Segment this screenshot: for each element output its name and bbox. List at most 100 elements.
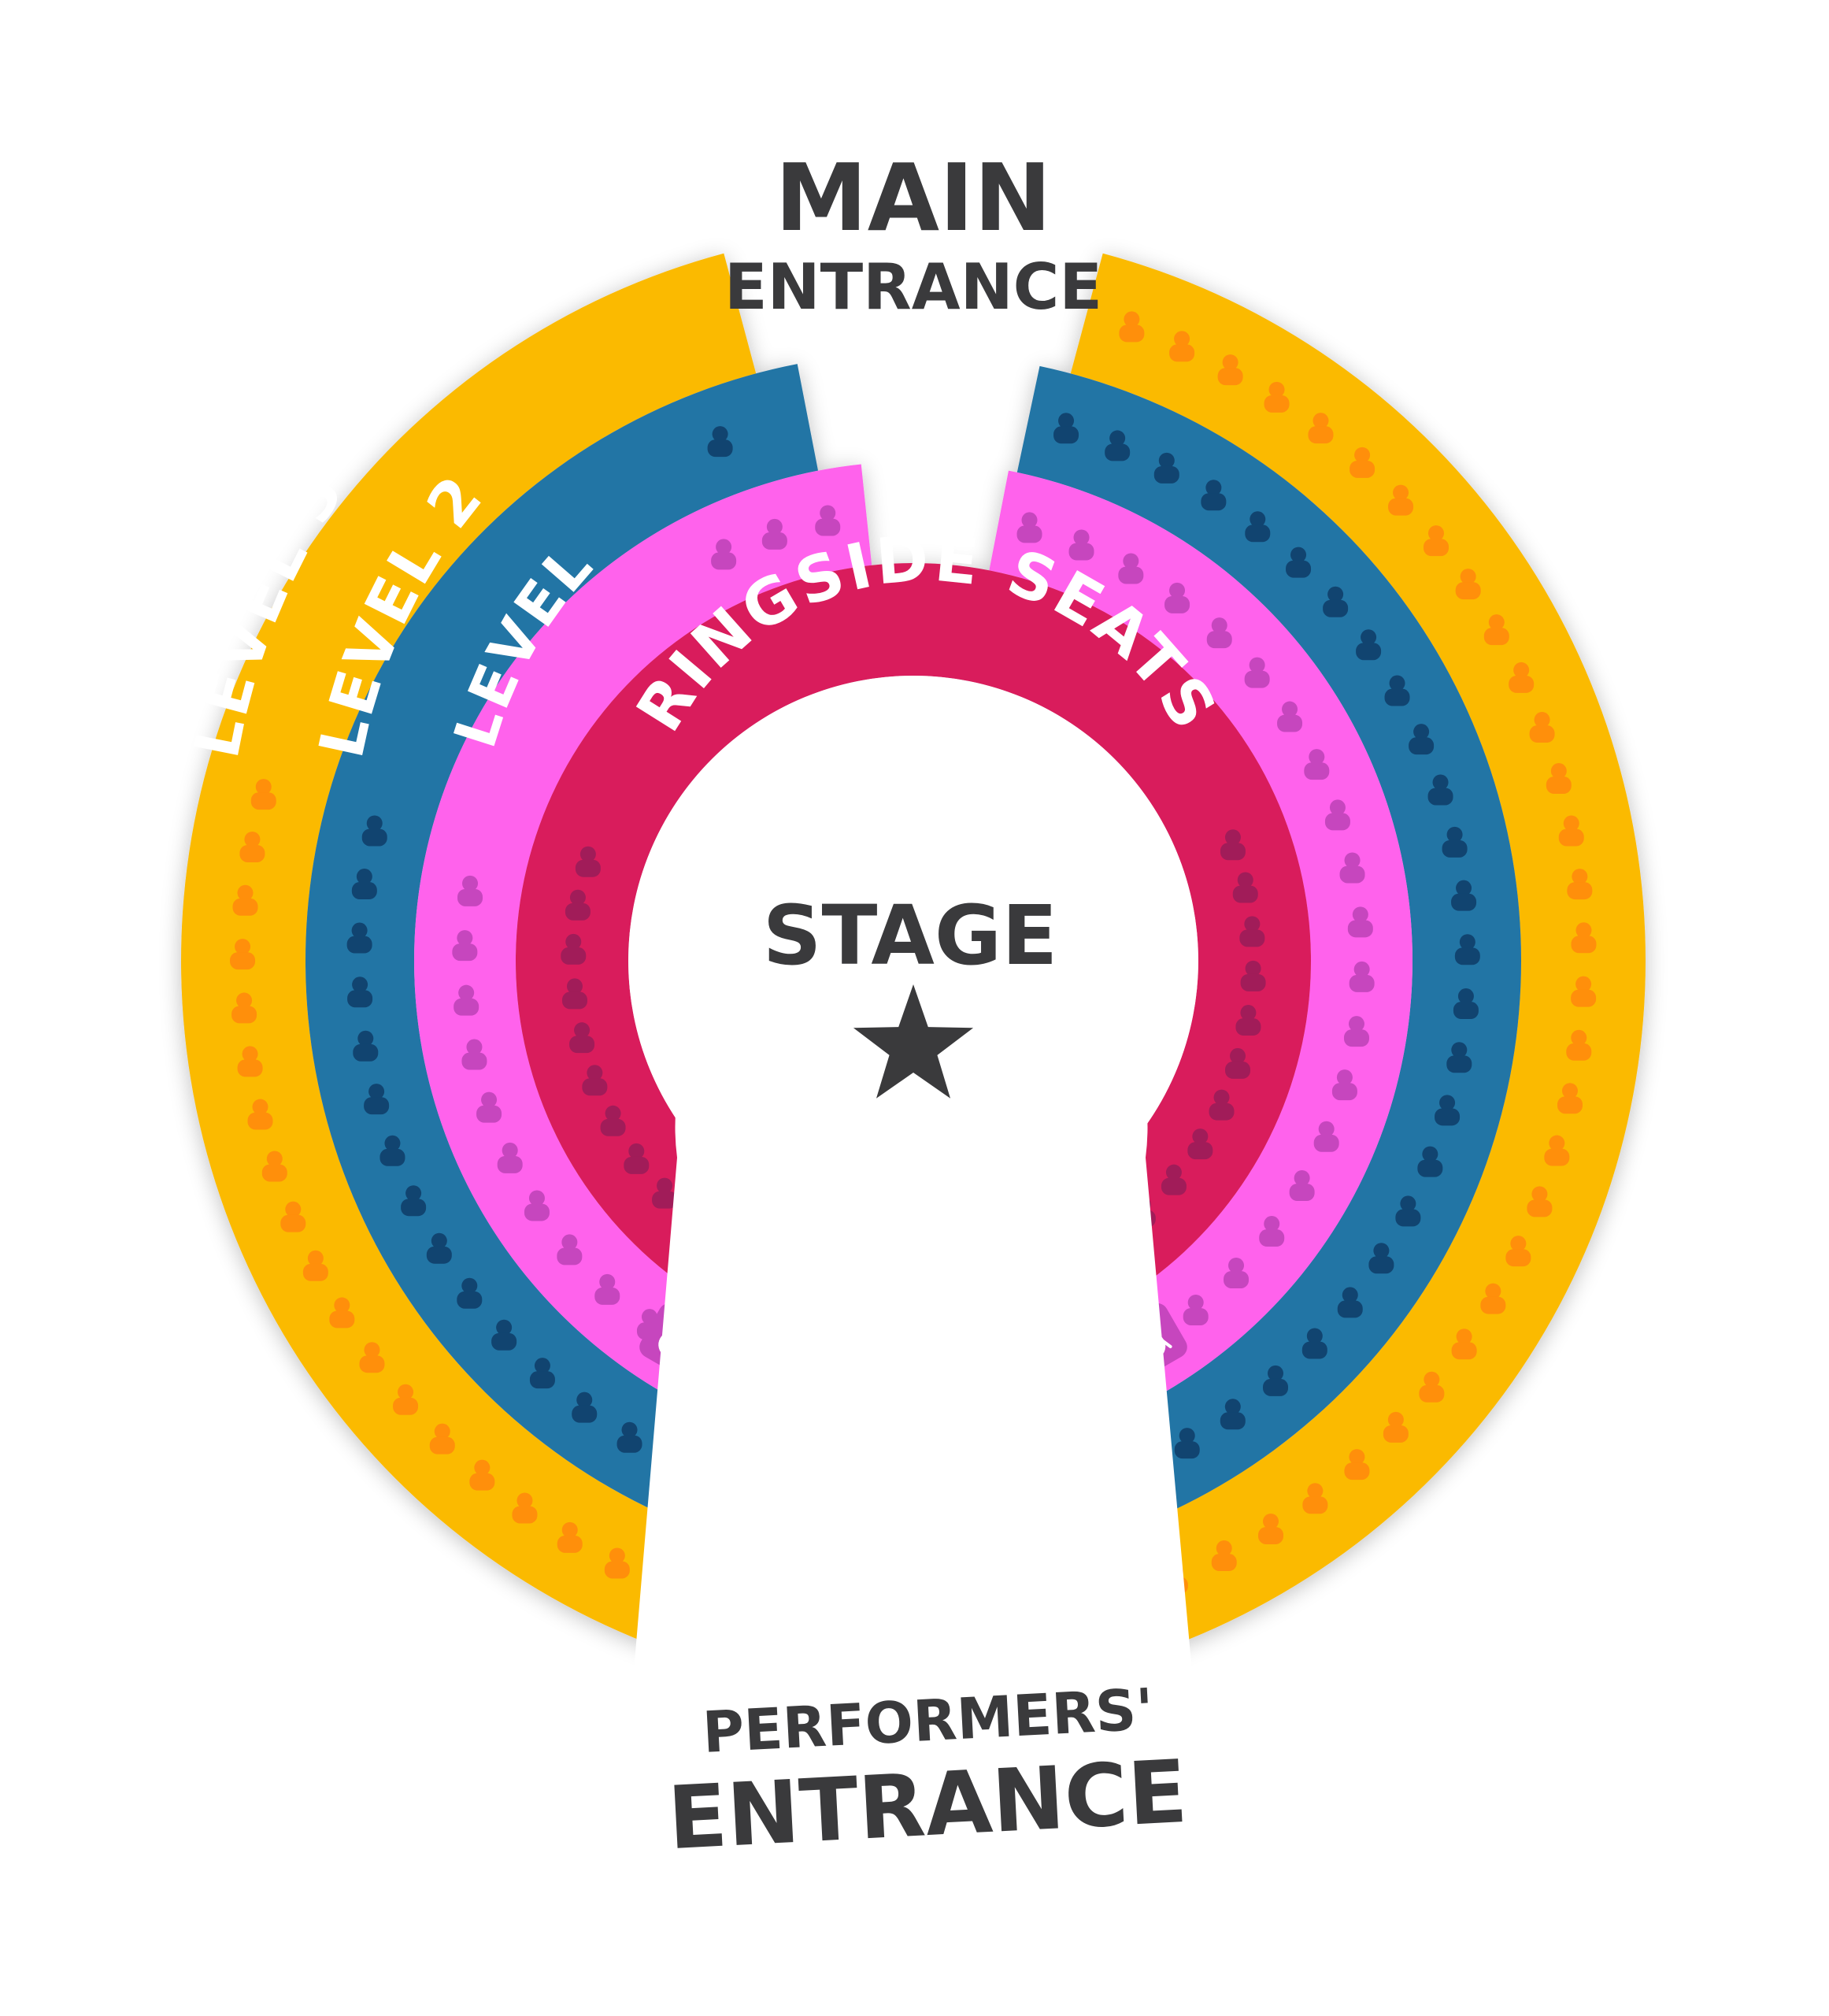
level2-seat[interactable] (1337, 1287, 1363, 1318)
ringside-seat[interactable] (624, 1143, 650, 1174)
level1-seat[interactable] (452, 930, 478, 962)
level2-seat[interactable] (364, 1084, 390, 1115)
level3-seat[interactable] (1423, 525, 1449, 557)
ringside-seat[interactable] (1220, 829, 1246, 861)
level3-section-right[interactable] (1070, 253, 1646, 1669)
level3-seat[interactable] (1527, 1186, 1553, 1217)
level2-seat[interactable] (347, 976, 373, 1008)
level1-seat[interactable] (1183, 1294, 1209, 1325)
level3-seat[interactable] (250, 779, 276, 810)
level2-seat[interactable] (707, 426, 733, 458)
level2-seat[interactable] (1384, 675, 1410, 706)
level3-seat[interactable] (1344, 1449, 1370, 1480)
level2-seat[interactable] (1409, 724, 1435, 755)
level3-seat[interactable] (512, 1492, 538, 1524)
ringside-seat[interactable] (1232, 872, 1258, 903)
level3-seat[interactable] (1566, 1029, 1592, 1061)
level3-seat[interactable] (1571, 922, 1597, 954)
ringside-seat[interactable] (565, 889, 591, 921)
level3-seat[interactable] (1505, 1236, 1531, 1267)
level3-seat[interactable] (469, 1459, 495, 1491)
level2-seat[interactable] (1356, 629, 1382, 661)
level3-seat[interactable] (231, 992, 257, 1024)
level2-seat[interactable] (1435, 1095, 1461, 1126)
level3-seat[interactable] (1350, 447, 1375, 478)
level3-seat[interactable] (302, 1250, 328, 1281)
level3-seat[interactable] (1571, 976, 1597, 1007)
level1-seat[interactable] (461, 1039, 487, 1070)
level2-seat[interactable] (1427, 774, 1453, 806)
level3-seat[interactable] (359, 1342, 385, 1373)
level1-seat[interactable] (1277, 701, 1303, 732)
level1-seat[interactable] (1347, 906, 1373, 938)
level3-seat[interactable] (1546, 763, 1572, 795)
level3-seat[interactable] (1544, 1135, 1570, 1166)
ringside-seat[interactable] (1240, 960, 1266, 991)
level1-seat[interactable] (454, 984, 479, 1016)
level2-seat[interactable] (1174, 1428, 1200, 1459)
ringside-seat[interactable] (561, 978, 587, 1010)
level1-seat[interactable] (711, 539, 737, 570)
level1-seat[interactable] (1349, 961, 1375, 992)
level2-seat[interactable] (529, 1358, 555, 1389)
level3-seat[interactable] (429, 1423, 455, 1455)
level1-seat[interactable] (457, 875, 483, 906)
level3-seat[interactable] (239, 831, 265, 862)
level2-seat[interactable] (457, 1277, 483, 1309)
level2-seat[interactable] (351, 869, 377, 900)
level1-seat[interactable] (557, 1234, 583, 1266)
level2-seat[interactable] (1286, 547, 1312, 578)
ringside-seat[interactable] (1209, 1089, 1235, 1121)
ringside-section-right[interactable] (516, 563, 1312, 1315)
level3-seat[interactable] (237, 1046, 263, 1077)
level3-seat[interactable] (1308, 413, 1334, 444)
level3-seat[interactable] (1388, 484, 1414, 516)
level1-seat[interactable] (1259, 1216, 1285, 1247)
level2-seat[interactable] (616, 1421, 642, 1453)
level3-seat[interactable] (1217, 354, 1243, 386)
level2-seat[interactable] (1153, 452, 1179, 484)
ringside-seat[interactable] (575, 846, 601, 877)
level3-seat[interactable] (557, 1521, 583, 1553)
level3-seat[interactable] (1455, 569, 1481, 600)
ringside-seat[interactable] (600, 1105, 626, 1136)
level3-seat[interactable] (1302, 1483, 1328, 1514)
level2-seat[interactable] (1105, 430, 1131, 461)
level2-seat[interactable] (401, 1185, 427, 1217)
level3-seat[interactable] (604, 1547, 630, 1579)
level2-seat[interactable] (1301, 1328, 1327, 1359)
level1-seat[interactable] (1224, 1257, 1250, 1288)
level1-seat[interactable] (524, 1190, 550, 1221)
level2-seat[interactable] (1220, 1399, 1246, 1430)
level1-seat[interactable] (1324, 799, 1350, 831)
level3-seat[interactable] (1169, 331, 1195, 362)
level1-seat[interactable] (1343, 1016, 1369, 1047)
level3-seat[interactable] (1211, 1540, 1237, 1572)
level1-seat[interactable] (1244, 657, 1270, 688)
level3-seat[interactable] (1509, 662, 1535, 693)
level1-seat[interactable] (1016, 512, 1042, 543)
level2-seat[interactable] (361, 815, 387, 847)
level1-seat[interactable] (1164, 582, 1190, 613)
level1-seat[interactable] (594, 1273, 620, 1305)
level2-seat[interactable] (346, 922, 372, 954)
level2-seat[interactable] (1442, 826, 1468, 858)
level1-seat[interactable] (761, 518, 787, 550)
ringside-seat[interactable] (1239, 916, 1265, 947)
level1-seat[interactable] (1118, 553, 1144, 584)
level1-seat[interactable] (1068, 529, 1094, 561)
ringside-seat[interactable] (1161, 1164, 1187, 1195)
level1-seat[interactable] (476, 1091, 502, 1123)
level1-seat[interactable] (1304, 749, 1330, 780)
level3-seat[interactable] (1558, 815, 1584, 847)
level1-seat[interactable] (497, 1142, 523, 1173)
ringside-seat[interactable] (652, 1177, 678, 1209)
level3-seat[interactable] (1383, 1411, 1409, 1443)
level3-seat[interactable] (230, 939, 256, 970)
level2-seat[interactable] (379, 1135, 405, 1166)
level1-seat[interactable] (815, 505, 841, 536)
level2-seat[interactable] (1451, 880, 1477, 911)
level3-seat[interactable] (247, 1099, 273, 1130)
level1-seat[interactable] (1331, 1069, 1357, 1101)
level3-seat[interactable] (261, 1151, 287, 1182)
